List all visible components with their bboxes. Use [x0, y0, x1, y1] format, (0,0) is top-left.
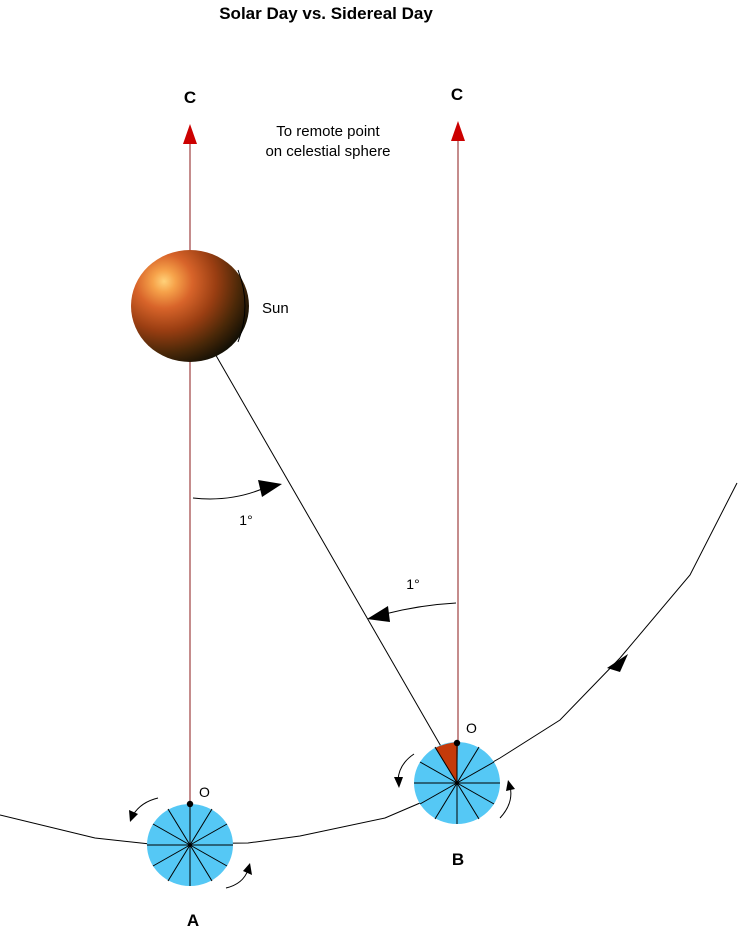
- angle-arrow-lower: [367, 606, 390, 622]
- rotation-arrow-a-bottom: [225, 869, 249, 889]
- o-label-right: O: [466, 720, 477, 736]
- angle-label-lower: 1°: [406, 576, 419, 592]
- label-c-left: C: [184, 88, 196, 107]
- arrowhead-right: [451, 121, 465, 141]
- angle-label-upper: 1°: [239, 512, 252, 528]
- sun-to-earth-line: [213, 351, 451, 763]
- diagram-title: Solar Day vs. Sidereal Day: [219, 4, 433, 23]
- orbit-path: [0, 482, 738, 845]
- angle-arrow-upper: [258, 480, 282, 497]
- remote-point-label-line2: on celestial sphere: [265, 143, 390, 160]
- arrowhead-left: [183, 124, 197, 144]
- orbit-direction-arrow: [607, 654, 628, 672]
- earth-position-b: [414, 739, 500, 824]
- rotation-arrow-b-bottom: [499, 785, 512, 819]
- rotation-arrowhead-b-top: [394, 777, 403, 788]
- remote-point-label-line1: To remote point: [276, 123, 380, 140]
- rotation-arrowhead-a-bottom: [243, 863, 252, 875]
- earth-wedge: [435, 742, 458, 783]
- angle-arc-upper: [192, 488, 263, 500]
- earth-position-a: [147, 800, 233, 886]
- o-label-left: O: [199, 784, 210, 800]
- rotation-arrow-a-top: [132, 797, 159, 816]
- angle-arc-lower: [384, 602, 457, 615]
- label-a: A: [187, 911, 199, 930]
- label-c-right: C: [451, 85, 463, 104]
- rotation-arrowhead-a-top: [129, 810, 138, 822]
- label-b: B: [452, 850, 464, 869]
- rotation-arrow-b-top: [397, 753, 415, 781]
- sun: [131, 250, 249, 362]
- rotation-arrowhead-b-bottom: [506, 780, 515, 791]
- sun-label: Sun: [262, 300, 289, 317]
